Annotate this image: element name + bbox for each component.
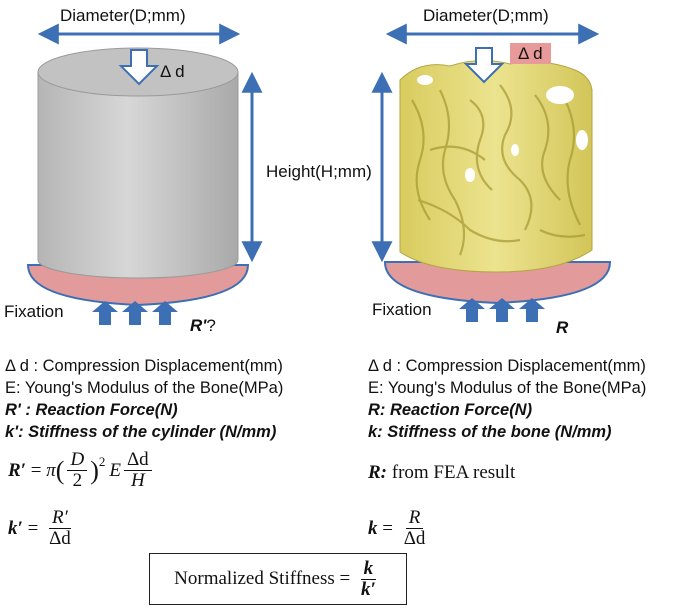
formula-k-prime-lhs: k′	[8, 517, 23, 539]
formula-k-den: Δd	[403, 528, 426, 549]
formula-k-lhs: k	[368, 517, 378, 539]
normalized-label: Normalized Stiffness	[174, 568, 335, 589]
formula-k-prime: k′ = R′Δd	[8, 508, 77, 549]
right-delta-d-badge: Δ d	[510, 43, 551, 64]
formula-r-prime-lhs: R′	[8, 459, 27, 481]
formula-fea-text: from FEA result	[387, 462, 516, 483]
normalized-den: k′	[360, 578, 376, 600]
right-legend-line1: Δ d : Compression Displacement(mm)	[368, 357, 646, 375]
right-reaction-arrows	[459, 298, 545, 322]
formula-two: 2	[72, 470, 83, 491]
formula-delta-d: Δd	[123, 450, 152, 471]
formula-k-prime-num: R′	[49, 508, 71, 529]
left-reaction-symbol: R'	[190, 316, 207, 335]
left-legend-line1: Δ d : Compression Displacement(mm)	[5, 357, 283, 375]
left-delta-d-label: Δ d	[160, 62, 185, 81]
formula-e: E	[109, 459, 121, 481]
formula-h: H	[130, 470, 145, 491]
right-diameter-label: Diameter(D;mm)	[423, 6, 549, 25]
normalized-num: k	[360, 558, 377, 580]
left-legend-line4: k': Stiffness of the cylinder (N/mm)	[5, 423, 277, 441]
left-legend-line2: E: Young's Modulus of the Bone(MPa)	[5, 379, 284, 397]
formula-d: D	[67, 450, 88, 471]
right-reaction-label: R	[556, 318, 569, 337]
right-legend-line3: R: Reaction Force(N)	[368, 401, 533, 419]
formula-k-prime-den: Δd	[49, 528, 71, 549]
left-reaction-label: R'?	[190, 316, 216, 336]
formula-fea-r: R:	[368, 462, 387, 483]
right-legend-line2: E: Young's Modulus of the Bone(MPa)	[368, 379, 647, 397]
right-legend: Δ d : Compression Displacement(mm) E: Yo…	[368, 355, 646, 443]
left-reaction-suffix: ?	[206, 316, 216, 335]
formula-pi: π	[46, 459, 56, 481]
left-compression-arrow	[118, 49, 160, 86]
formula-fea: R: from FEA result	[368, 462, 515, 484]
right-compression-arrow	[463, 47, 505, 84]
left-fixation-label: Fixation	[4, 302, 64, 321]
right-delta-d-label: Δ d	[510, 43, 551, 64]
formula-exponent: 2	[98, 453, 106, 469]
right-fixation-label: Fixation	[372, 300, 432, 319]
right-legend-line4: k: Stiffness of the bone (N/mm)	[368, 423, 612, 441]
left-reaction-arrows	[92, 301, 178, 325]
formula-k-num: R	[405, 508, 424, 529]
right-bone-sample	[399, 60, 593, 273]
left-legend-line3: R' : Reaction Force(N)	[5, 401, 178, 419]
height-label: Height(H;mm)	[266, 162, 372, 181]
left-legend: Δ d : Compression Displacement(mm) E: Yo…	[5, 355, 283, 443]
left-diameter-label: Diameter(D;mm)	[60, 6, 186, 25]
